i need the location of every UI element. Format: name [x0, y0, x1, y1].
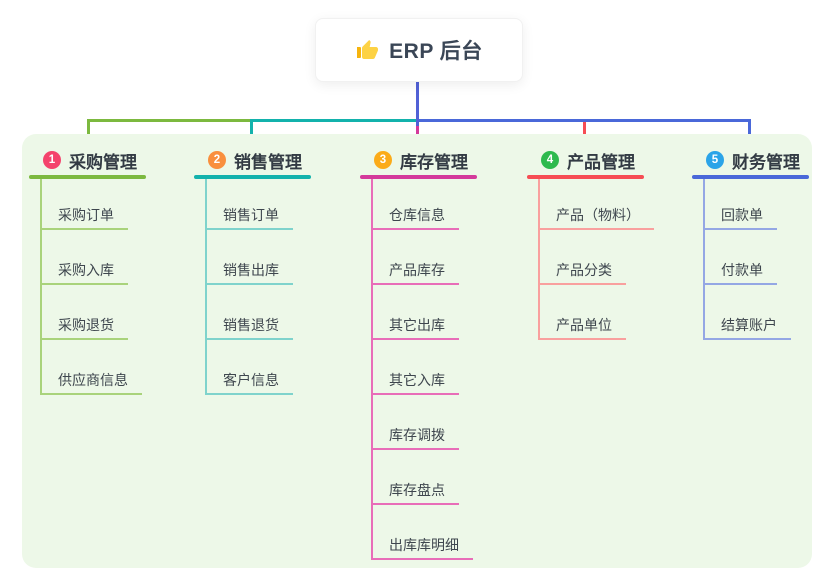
child-node[interactable]: 供应商信息	[42, 370, 142, 395]
child-node[interactable]: 采购订单	[42, 205, 128, 230]
child-node[interactable]: 库存调拨	[373, 425, 459, 450]
branch-children: 销售订单销售出库销售退货客户信息	[205, 179, 348, 395]
thumbs-up-icon	[355, 38, 379, 62]
root-connector-line	[416, 82, 419, 126]
child-node[interactable]: 产品单位	[540, 315, 626, 340]
child-node[interactable]: 出库库明细	[373, 535, 473, 560]
connector-bus-green	[87, 119, 250, 122]
child-node[interactable]: 付款单	[705, 260, 777, 285]
branch-4: 4 产品管理 产品（物料） 产品分类产品单位	[527, 134, 681, 340]
connector-bus-teal	[250, 119, 419, 122]
branch-rule	[692, 175, 809, 179]
child-node[interactable]: 回款单	[705, 205, 777, 230]
branch-number-badge: 3	[374, 151, 392, 169]
branch-1: 1 采购管理 采购订单采购入库采购退货供应商信息	[29, 134, 183, 395]
child-node[interactable]: 采购入库	[42, 260, 128, 285]
branch-label: 库存管理	[400, 152, 468, 172]
branch-3: 3 库存管理 仓库信息产品库存其它出库其它入库库存调拨库存盘点出库库明细	[360, 134, 514, 560]
branch-header[interactable]: 5 财务管理	[692, 145, 839, 175]
branch-number-badge: 1	[43, 151, 61, 169]
child-node[interactable]: 销售退货	[207, 315, 293, 340]
child-node[interactable]: 仓库信息	[373, 205, 459, 230]
branch-children: 回款单付款单结算账户	[703, 179, 839, 340]
branch-children: 产品（物料） 产品分类产品单位	[538, 179, 681, 340]
branch-rule	[29, 175, 146, 179]
child-node[interactable]: 库存盘点	[373, 480, 459, 505]
branch-header[interactable]: 2 销售管理	[194, 145, 348, 175]
connector-bus-blue	[416, 119, 751, 122]
branch-number-badge: 4	[541, 151, 559, 169]
child-node[interactable]: 结算账户	[705, 315, 791, 340]
child-node[interactable]: 产品分类	[540, 260, 626, 285]
branch-children: 采购订单采购入库采购退货供应商信息	[40, 179, 183, 395]
branch-header[interactable]: 1 采购管理	[29, 145, 183, 175]
child-node[interactable]: 客户信息	[207, 370, 293, 395]
branch-rule	[194, 175, 311, 179]
root-title: ERP 后台	[389, 40, 483, 63]
child-node[interactable]: 其它入库	[373, 370, 459, 395]
branch-number-badge: 2	[208, 151, 226, 169]
branch-label: 财务管理	[732, 152, 800, 172]
child-node[interactable]: 销售出库	[207, 260, 293, 285]
branch-2: 2 销售管理 销售订单销售出库销售退货客户信息	[194, 134, 348, 395]
child-node[interactable]: 采购退货	[42, 315, 128, 340]
connector-drop-3	[416, 119, 419, 145]
branch-number-badge: 5	[706, 151, 724, 169]
branch-label: 销售管理	[234, 152, 302, 172]
child-node[interactable]: 其它出库	[373, 315, 459, 340]
connector-drop-4	[583, 119, 586, 145]
branch-rule	[527, 175, 644, 179]
connector-drop-1	[87, 119, 90, 145]
branch-header[interactable]: 4 产品管理	[527, 145, 681, 175]
connector-drop-2	[250, 119, 253, 145]
root-node[interactable]: ERP 后台	[315, 18, 523, 82]
branch-header[interactable]: 3 库存管理	[360, 145, 514, 175]
branch-rule	[360, 175, 477, 179]
branch-5: 5 财务管理 回款单付款单结算账户	[692, 134, 839, 340]
child-node[interactable]: 产品库存	[373, 260, 459, 285]
branch-children: 仓库信息产品库存其它出库其它入库库存调拨库存盘点出库库明细	[371, 179, 514, 560]
branch-label: 采购管理	[69, 152, 137, 172]
child-node[interactable]: 销售订单	[207, 205, 293, 230]
mindmap-panel: 1 采购管理 采购订单采购入库采购退货供应商信息 2 销售管理 销售订单销售出库…	[22, 134, 812, 568]
connector-drop-5	[748, 119, 751, 145]
branch-label: 产品管理	[567, 152, 635, 172]
child-node[interactable]: 产品（物料）	[540, 205, 654, 230]
